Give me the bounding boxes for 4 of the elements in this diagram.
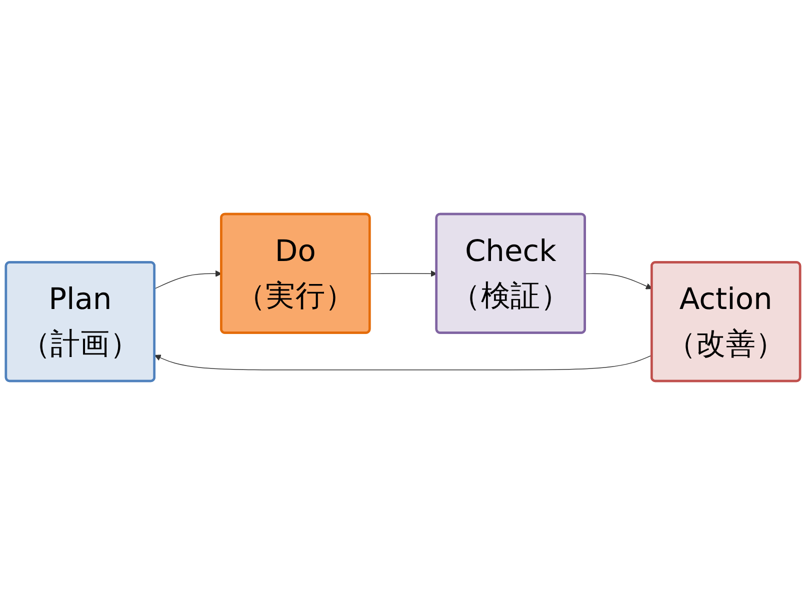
arrow bbox=[154, 354, 652, 370]
arrow bbox=[584, 273, 652, 290]
arrow bbox=[154, 270, 222, 290]
arrow bbox=[370, 270, 438, 277]
